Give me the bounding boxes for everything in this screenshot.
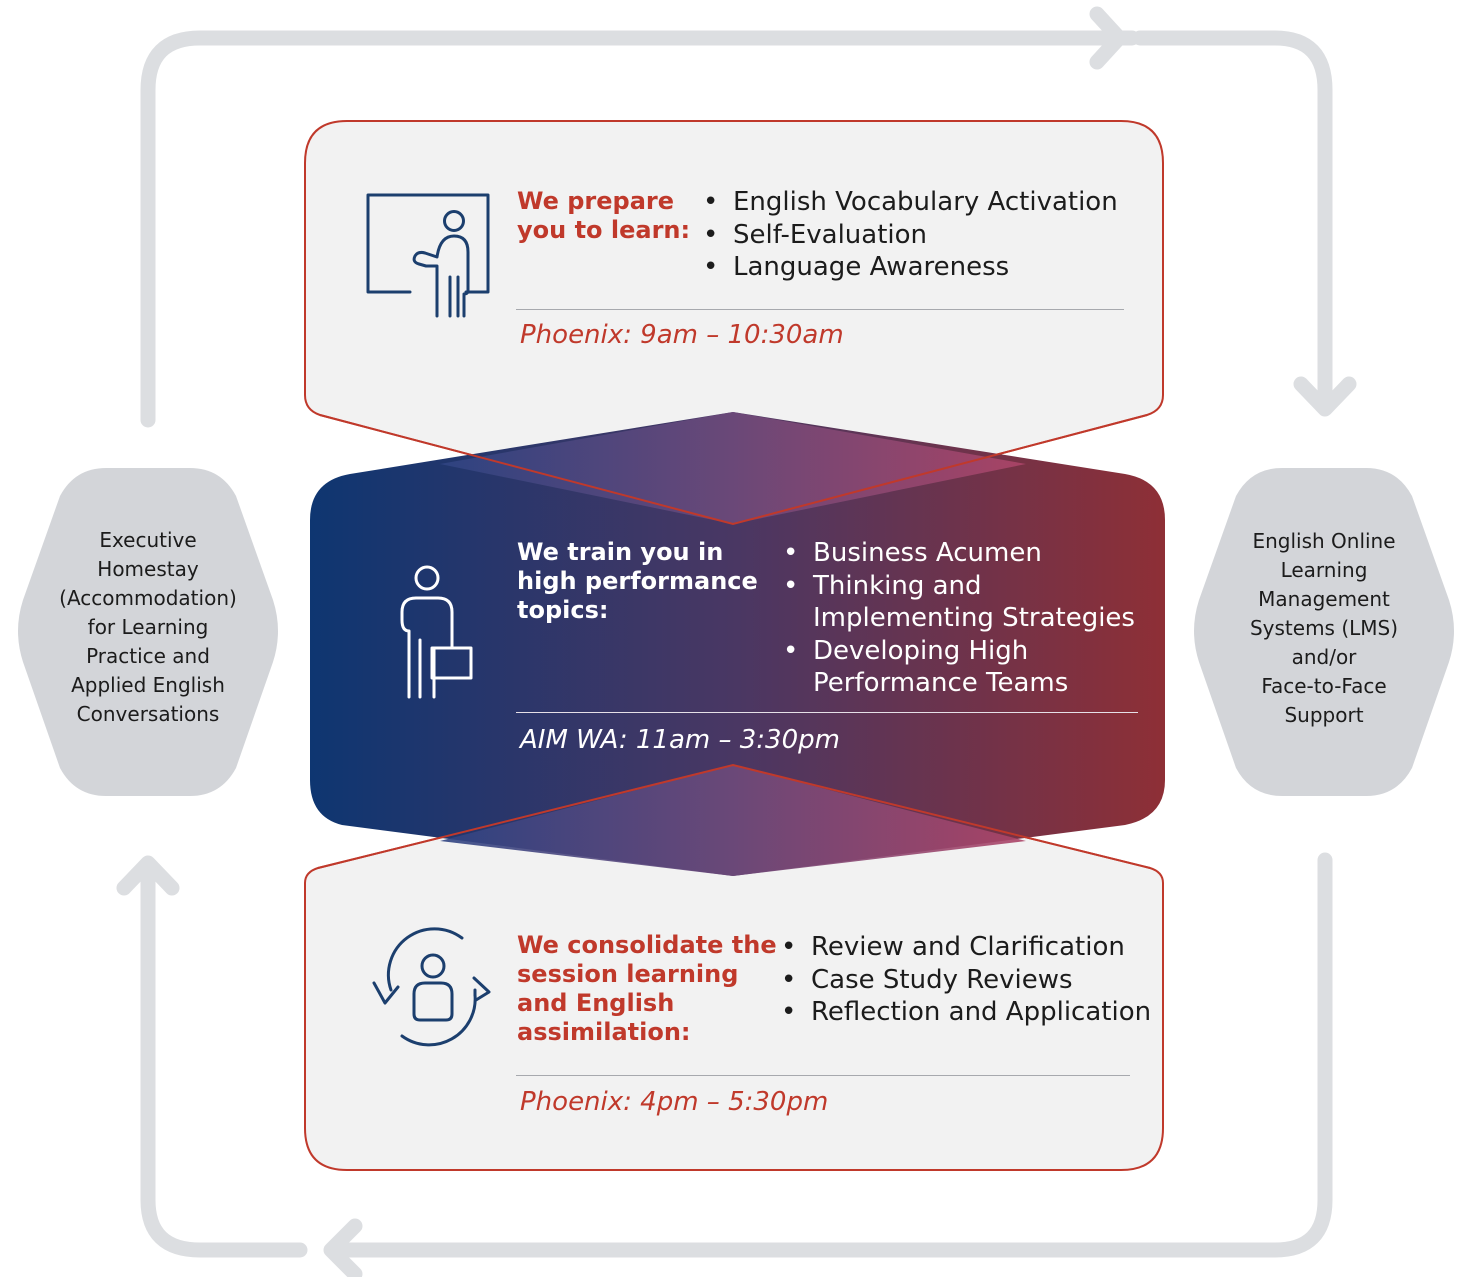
right-hex-line: Face-to-Face [1261,674,1387,698]
train-heading-line: topics: [517,596,609,624]
left-hex-line: (Accommodation) [59,586,237,610]
prepare-heading-line: you to learn: [517,216,691,244]
cycle-arrows [116,6,1357,1277]
consolidate-time: Phoenix: 4pm – 5:30pm [520,1087,829,1117]
train-heading: We train you in high performance topics: [517,538,758,625]
train-bullet-list: Business Acumen Thinking and Implementin… [783,537,1148,700]
prepare-heading: We prepare you to learn: [517,187,690,245]
overlap-tip-bottom [440,765,1026,876]
consolidate-card-outline-tip [317,763,1151,869]
left-hexagon-label: Executive Homestay (Accommodation) for L… [38,526,258,729]
right-hex-line: and/or [1291,645,1357,669]
train-bullet-item: Developing High Performance Teams [783,635,1148,700]
consolidate-divider [516,1075,1130,1076]
consolidate-bullet-item: Reflection and Application [781,996,1156,1029]
right-hex-line: Systems (LMS) [1249,616,1399,640]
arrowhead-up-icon [116,855,180,896]
right-hex-line: English Online [1252,529,1396,553]
train-heading-line: high performance [517,567,758,595]
prepare-card-outline-tip [319,414,1148,526]
train-divider [516,712,1138,713]
left-hex-line: Homestay [97,557,199,581]
cycle-arrow-bottom-left [140,862,308,1258]
presenter-at-board-icon [366,193,490,318]
prepare-bullet-item: Self-Evaluation [703,219,1133,252]
person-refresh-cycle-icon [372,927,491,1047]
consolidate-heading-line: and English [517,989,675,1017]
consolidate-heading: We consolidate the session learning and … [517,931,777,1047]
arrowhead-down-icon [1293,376,1357,417]
prepare-divider [516,309,1124,310]
train-heading-line: We train you in [517,538,724,566]
train-bullet-item: Thinking and Implementing Strategies [783,570,1148,635]
right-hexagon [1194,468,1454,796]
consolidate-bullet-item: Case Study Reviews [781,964,1156,997]
consolidate-heading-line: session learning [517,960,739,988]
consolidate-heading-line: We consolidate the [517,931,777,959]
right-hex-line: Support [1284,703,1364,727]
consolidate-bullet-item: Review and Clarification [781,931,1156,964]
cycle-arrow-top-right [1132,30,1333,408]
right-hexagon-label: English Online Learning Management Syste… [1214,527,1434,730]
train-time: AIM WA: 11am – 3:30pm [520,725,840,755]
arrowhead-right-icon [1089,6,1127,70]
left-hex-line: Applied English [71,673,225,697]
right-hex-line: Management [1258,587,1390,611]
left-hex-line: Practice and [86,644,210,668]
consolidate-bullet-list: Review and Clarification Case Study Revi… [781,931,1156,1029]
arrowhead-left-icon [323,1218,363,1277]
overlap-tip-top [440,412,1026,524]
train-bullet-item: Business Acumen [783,537,1148,570]
left-hex-line: for Learning [87,615,209,639]
prepare-bullet-item: English Vocabulary Activation [703,186,1133,219]
right-hex-line: Learning [1280,558,1368,582]
prepare-time: Phoenix: 9am – 10:30am [520,320,844,350]
left-hex-line: Conversations [76,702,220,726]
cycle-arrow-top-left [140,30,1140,428]
left-hexagon [18,468,278,796]
prepare-bullet-list: English Vocabulary Activation Self-Evalu… [703,186,1133,284]
prepare-heading-line: We prepare [517,187,675,215]
cycle-arrow-bottom-right [332,852,1333,1258]
train-band [310,412,1165,876]
consolidate-heading-line: assimilation: [517,1018,691,1046]
prepare-bullet-item: Language Awareness [703,251,1133,284]
person-with-briefcase-icon [400,565,473,699]
consolidate-card [304,763,1164,1171]
left-hex-line: Executive [99,528,197,552]
